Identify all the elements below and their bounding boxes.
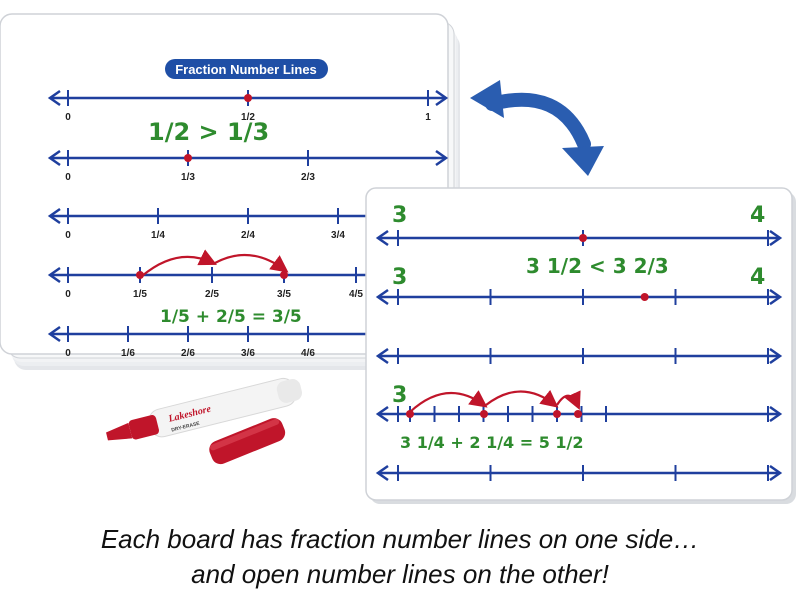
jump-arrow	[485, 389, 559, 408]
tick-label: 0	[65, 172, 71, 183]
marker-cap	[209, 418, 286, 465]
tick-label: 3/6	[241, 348, 255, 359]
line4-label: 3	[392, 383, 407, 408]
point-dot	[640, 293, 649, 301]
fraction-board-front: Fraction Number Lines 0 1/2 1 0 1/3 2/3 0 1/4 2/…	[0, 13, 449, 359]
tick-label: 1/5	[133, 289, 147, 300]
point-dot	[480, 410, 488, 418]
tick-label: 2/4	[241, 230, 255, 241]
board-title-pill	[165, 59, 328, 79]
number-line	[375, 464, 783, 482]
jump-arrow	[556, 390, 581, 411]
jump-arrow	[214, 253, 289, 273]
flip-double-arrow	[470, 80, 604, 176]
tick-label: 4/5	[349, 289, 363, 300]
line1-left-label: 3	[392, 203, 407, 228]
tick-label: 4/6	[301, 348, 315, 359]
point-dot	[244, 94, 252, 102]
point-dot	[574, 410, 582, 418]
point-dot	[184, 154, 192, 162]
tick-label: 1/6	[121, 348, 135, 359]
jump-arrow	[141, 249, 217, 277]
number-line	[375, 229, 783, 247]
point-dot	[579, 234, 587, 242]
tick-label: 1	[425, 112, 431, 123]
handwritten-sum: 1/5 + 2/5 = 3/5	[160, 307, 302, 327]
open-number-lines	[375, 229, 783, 482]
tick-label: 0	[65, 112, 71, 123]
jump-arrow	[409, 390, 488, 413]
point-dot	[406, 410, 414, 418]
tick-label: 0	[65, 230, 71, 241]
handwritten-comparison: 1/2 > 1/3	[148, 118, 269, 146]
tick-label: 2/5	[205, 289, 219, 300]
number-line	[375, 347, 783, 365]
tick-label: 3/5	[277, 289, 291, 300]
line1-right-label: 4	[750, 203, 765, 228]
tick-label: 0	[65, 289, 71, 300]
open-number-line-board: 3 4 3 4 3 1/2 < 3 2/3 3 3 1/4 + 2 1/4 = …	[365, 187, 796, 504]
point-dot	[553, 410, 561, 418]
number-line	[375, 288, 783, 306]
tick-label: 1/4	[151, 230, 165, 241]
caption-line-2: and open number lines on the other!	[191, 559, 609, 589]
board-title: Fraction Number Lines	[175, 62, 317, 77]
point-dot	[280, 271, 288, 279]
point-dot	[136, 271, 144, 279]
line2-right-label: 4	[750, 265, 765, 290]
handwritten-sum-back: 3 1/4 + 2 1/4 = 5 1/2	[400, 433, 584, 452]
number-line	[375, 405, 783, 423]
tick-label: 3/4	[331, 230, 345, 241]
tick-label: 0	[65, 348, 71, 359]
tick-label: 1/2	[241, 112, 255, 123]
number-line: 0 1/2 1	[47, 89, 449, 123]
tick-label: 1/3	[181, 172, 195, 183]
tick-label: 2/6	[181, 348, 195, 359]
handwritten-comparison-back: 3 1/2 < 3 2/3	[526, 254, 669, 278]
number-line: 0 1/3 2/3	[47, 149, 449, 183]
caption-line-1: Each board has fraction number lines on …	[100, 524, 700, 554]
tick-label: 2/3	[301, 172, 315, 183]
line2-left-label: 3	[392, 265, 407, 290]
